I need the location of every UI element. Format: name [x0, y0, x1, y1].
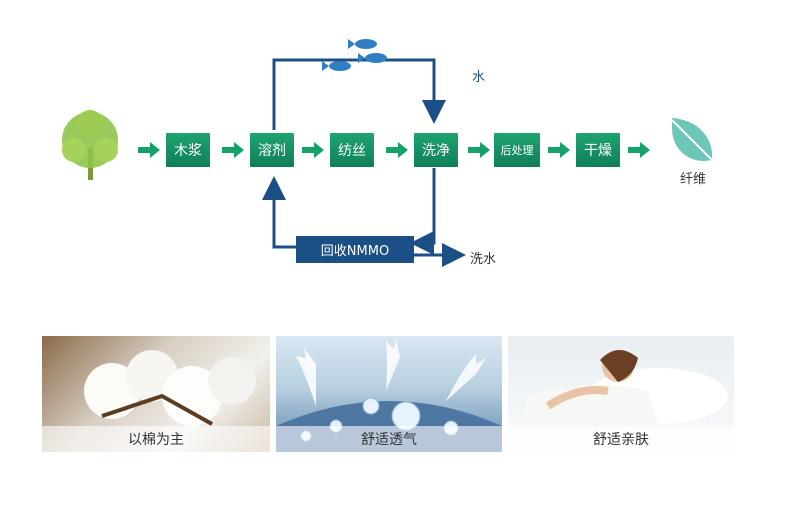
step-arrows	[138, 142, 650, 158]
step-post-treatment: 后处理	[494, 133, 540, 167]
cotton-icon	[84, 350, 256, 426]
sleeping-woman-photo: 舒适亲肤	[508, 336, 734, 452]
flow-lines	[62, 39, 713, 267]
leaf-icon	[671, 118, 713, 161]
step-spinning: 纺丝	[330, 133, 374, 167]
fish-icon	[322, 39, 387, 71]
feature-caption: 以棉为主	[42, 426, 270, 452]
water-label: 水	[472, 70, 486, 85]
step-drying: 干燥	[576, 133, 620, 167]
product-label: 纤维	[680, 172, 707, 187]
recycle-nmmo-box: 回收NMMO	[296, 236, 414, 263]
step-wood-pulp: 木浆	[166, 133, 210, 167]
tree-icon	[62, 110, 118, 180]
step-washing: 洗净	[414, 133, 458, 167]
step-solvent: 溶剂	[250, 133, 294, 167]
sleeping-woman-icon	[518, 349, 728, 436]
water-drops-photo: 舒适透气	[276, 336, 502, 452]
feature-caption: 舒适亲肤	[508, 426, 734, 452]
feature-caption: 舒适透气	[276, 426, 502, 452]
cotton-photo: 以棉为主	[42, 336, 270, 452]
wash-water-label: 洗水	[470, 252, 497, 267]
